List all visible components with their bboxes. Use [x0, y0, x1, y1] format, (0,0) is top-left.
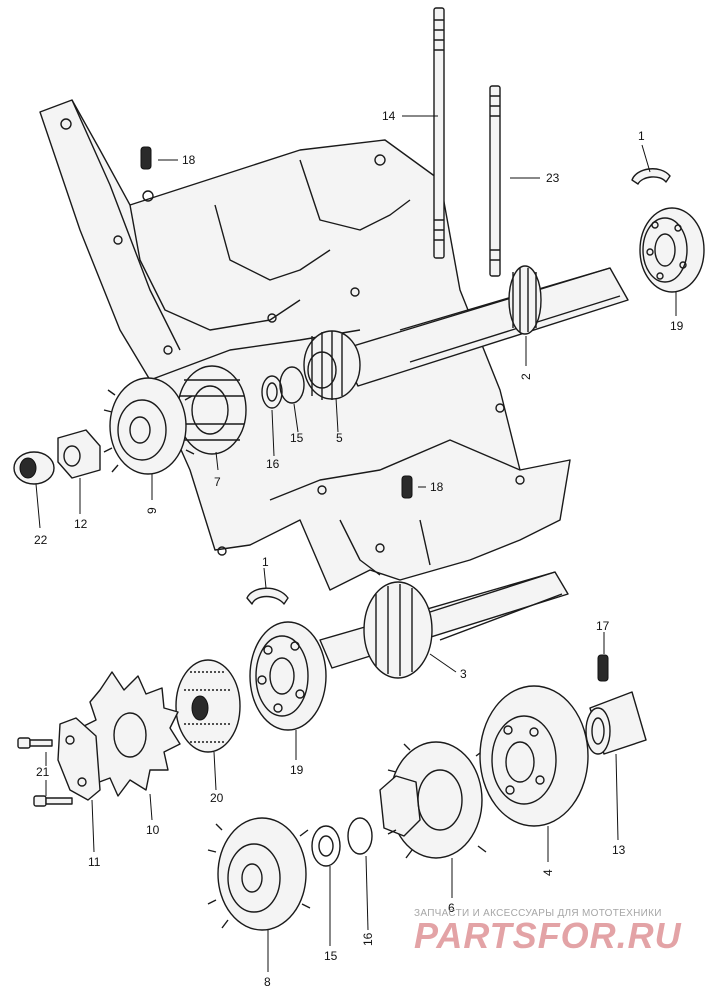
callout-12: 12	[74, 517, 88, 531]
callout-17: 17	[596, 619, 610, 633]
callout-10: 10	[146, 823, 160, 837]
dowel-pin-18-upper	[140, 146, 152, 170]
watermark: ЗАПЧАСТИ И АКСЕССУАРЫ ДЛЯ МОТОТЕХНИКИ PA…	[414, 908, 682, 956]
callout-1-upper: 1	[638, 129, 645, 143]
callout-14: 14	[382, 109, 396, 123]
callout-20: 20	[210, 791, 224, 805]
dowel-pin-18-lower	[401, 475, 413, 499]
callout-8: 8	[264, 975, 271, 989]
needle-bearing-21	[13, 451, 55, 485]
washer-15-lower	[311, 825, 341, 867]
circlip-15-upper	[279, 366, 305, 404]
set-ring-1-upper	[631, 168, 671, 185]
set-ring-1-lower	[246, 587, 289, 605]
callout-21: 22	[34, 533, 48, 547]
callout-2: 2	[519, 373, 533, 380]
callout-3: 3	[460, 667, 467, 681]
callout-15-upper: 15	[290, 431, 304, 445]
spring-pin-17	[597, 654, 609, 682]
callout-16-upper: 16	[266, 457, 280, 471]
callout-22: 21	[36, 765, 50, 779]
gear-6	[379, 741, 487, 859]
washer-16-upper	[261, 375, 283, 409]
callout-18-upper: 18	[182, 153, 196, 167]
bolt-22-upper	[17, 737, 53, 749]
bearing-19-upper	[639, 207, 705, 293]
stud-bolt-14	[433, 7, 445, 259]
watermark-logo: PARTSFOR.RU	[414, 915, 682, 956]
callout-9: 9	[145, 507, 159, 514]
callout-6: 6	[448, 901, 455, 915]
circlip-16-lower	[347, 817, 373, 855]
callout-13: 13	[612, 843, 626, 857]
callout-labels: 14 23 18 18 1 19 2 5 15 16 7 9 12 22 1 3…	[34, 109, 684, 989]
leader-lines	[35, 115, 677, 972]
collar-12	[57, 429, 101, 479]
gear-8	[207, 817, 311, 931]
gear-4	[479, 685, 589, 827]
callout-1-lower: 1	[262, 555, 269, 569]
bolt-22-lower	[33, 795, 73, 807]
watermark-tagline: ЗАПЧАСТИ И АКСЕССУАРЫ ДЛЯ МОТОТЕХНИКИ	[414, 908, 662, 919]
callout-7: 7	[214, 475, 221, 489]
bushing-13	[585, 691, 647, 755]
oil-seal-20	[175, 659, 241, 753]
stud-bolt-23	[489, 85, 501, 277]
callout-11: 11	[88, 855, 101, 869]
callout-5: 5	[336, 431, 343, 445]
callout-23: 23	[546, 171, 560, 185]
gear-5	[303, 330, 361, 400]
bearing-19-lower	[249, 621, 327, 731]
gear-7	[177, 365, 247, 455]
fixing-plate-11	[57, 717, 101, 801]
callout-4: 4	[541, 869, 555, 876]
countershaft-3	[319, 571, 569, 679]
gear-9	[103, 377, 195, 475]
callout-15-lower: 15	[324, 949, 338, 963]
main-shaft-2	[339, 265, 629, 387]
callout-18-lower: 18	[430, 480, 444, 494]
callout-19-lower: 19	[290, 763, 304, 777]
callout-16-lower: 16	[361, 932, 375, 946]
callout-19-upper: 19	[670, 319, 684, 333]
